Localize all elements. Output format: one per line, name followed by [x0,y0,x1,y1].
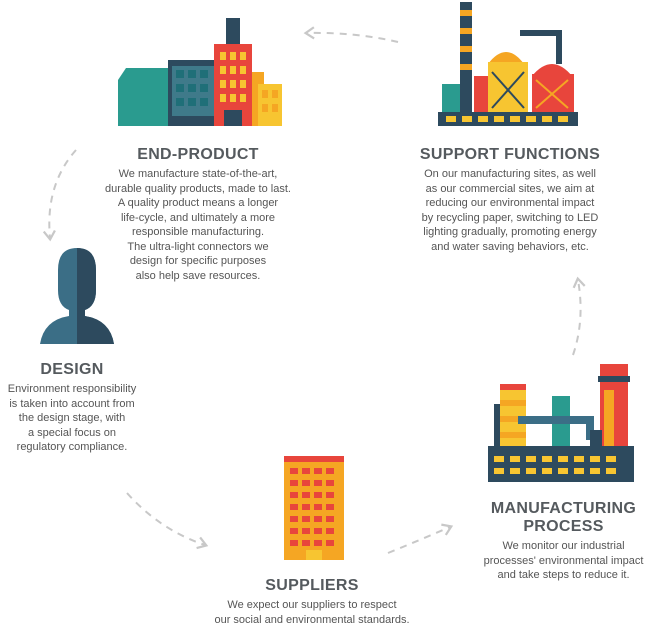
node-title: SUPPORT FUNCTIONS [419,146,601,163]
node-manufacturing-process: MANUFACTURING PROCESS We monitor our ind… [472,500,655,583]
arrow-suppliers-to-manufacturing [387,523,454,554]
node-title-line1: MANUFACTURING [490,500,637,517]
node-description: We expect our suppliers to respect our s… [214,599,410,626]
arrow-design-to-suppliers [126,492,209,550]
node-description: We monitor our industrial processes' env… [483,540,644,581]
node-description: On our manufacturing sites, as well as o… [421,168,599,253]
node-description: We manufacture state-of-the-art, durable… [105,168,291,282]
node-title: END-PRODUCT [137,146,259,163]
person-silhouette-icon [40,248,114,344]
node-title-line2: PROCESS [523,518,604,535]
arrow-end-to-design [42,149,77,242]
node-support-functions: SUPPORT FUNCTIONS On our manufacturing s… [404,146,616,254]
factory-building-icon [118,18,282,126]
node-title: SUPPLIERS [265,577,359,594]
node-description: Environment responsibility is taken into… [7,383,137,453]
arrow-manufacturing-to-support [572,276,586,356]
factory-chimneys-icon [488,364,634,482]
office-building-icon [284,456,344,560]
node-end-product: END-PRODUCT We manufacture state-of-the-… [88,146,308,283]
arrow-support-to-end [303,26,399,43]
node-title: DESIGN [40,361,104,378]
industrial-plant-icon [438,2,578,126]
node-suppliers: SUPPLIERS We expect our suppliers to res… [196,577,428,627]
node-design: DESIGN Environment responsibility is tak… [0,361,144,455]
